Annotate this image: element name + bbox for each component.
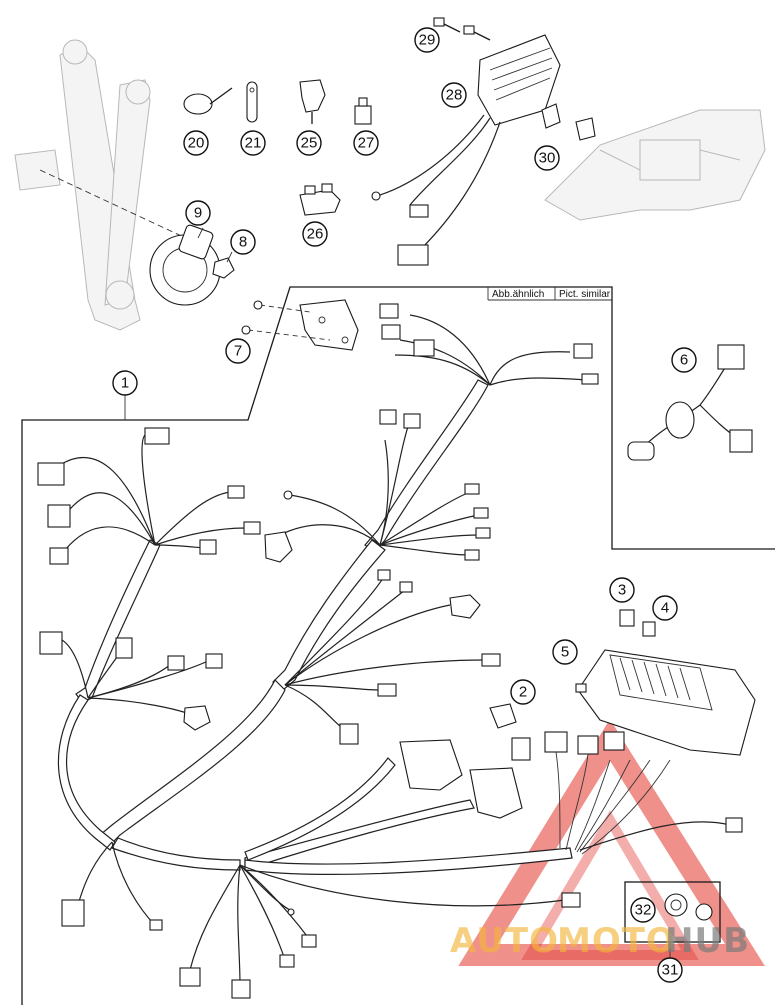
callout-7-label: 7	[234, 343, 242, 360]
callout-5: 5	[552, 639, 578, 665]
callout-27: 27	[353, 130, 379, 156]
callout-31-label: 31	[662, 962, 679, 979]
watermark-moto: MOTO	[557, 921, 676, 961]
callout-4: 4	[652, 595, 678, 621]
callout-9: 9	[185, 200, 211, 226]
horn	[149, 224, 235, 306]
screws-29	[433, 17, 491, 41]
tag-similar-de: Abb.ähnlich	[492, 289, 544, 300]
callout-20-label: 20	[188, 135, 205, 152]
cable-tie	[183, 87, 233, 115]
callout-29: 29	[414, 27, 440, 53]
callout-3: 3	[609, 577, 635, 603]
callout-6-label: 6	[680, 352, 688, 369]
callout-8-label: 8	[239, 234, 247, 251]
callout-6: 6	[671, 347, 697, 373]
watermark-logo	[458, 719, 765, 966]
fuse-box	[575, 649, 756, 756]
relay-25	[299, 79, 326, 124]
watermark-hub: HUB	[665, 921, 750, 961]
fuses	[619, 609, 656, 637]
callout-20: 20	[183, 130, 209, 156]
callout-8: 8	[230, 229, 256, 255]
callout-28-label: 28	[446, 87, 463, 104]
sub-harness-6	[627, 344, 753, 461]
clip-strap	[246, 81, 258, 123]
callout-25-label: 25	[301, 135, 318, 152]
callout-29-label: 29	[419, 32, 436, 49]
kit-frame	[21, 286, 775, 1005]
callout-3-label: 3	[618, 582, 626, 599]
plug-2	[489, 703, 531, 761]
relay-27	[354, 97, 372, 125]
callout-1: 1	[112, 370, 138, 396]
callout-26: 26	[302, 221, 328, 247]
callout-30: 30	[534, 145, 560, 171]
rear-frame	[544, 109, 766, 221]
holder-plate	[241, 299, 359, 351]
callout-26-label: 26	[307, 226, 324, 243]
callout-2-label: 2	[519, 684, 527, 701]
box-31	[624, 881, 721, 958]
callout-4-label: 4	[661, 600, 669, 617]
clips-30	[541, 103, 596, 141]
callout-31: 31	[657, 957, 683, 983]
watermark-auto: AUTO	[450, 921, 559, 961]
callout-32: 32	[630, 897, 656, 923]
callout-21-label: 21	[245, 135, 262, 152]
callout-32-label: 32	[635, 902, 652, 919]
callout-7: 7	[225, 338, 251, 364]
callout-30-label: 30	[539, 150, 556, 167]
main-harness	[37, 303, 743, 999]
callout-28: 28	[441, 82, 467, 108]
connector-26	[299, 183, 341, 216]
callout-27-label: 27	[358, 135, 375, 152]
regulator	[371, 34, 561, 266]
footrest-bracket	[14, 39, 151, 331]
tag-similar-en: Pict. similar	[559, 289, 611, 300]
callout-9-label: 9	[194, 205, 202, 222]
callout-1-label: 1	[121, 375, 129, 392]
callout-25: 25	[296, 130, 322, 156]
callout-21: 21	[240, 130, 266, 156]
callout-2: 2	[510, 679, 536, 705]
callout-5-label: 5	[561, 644, 569, 661]
